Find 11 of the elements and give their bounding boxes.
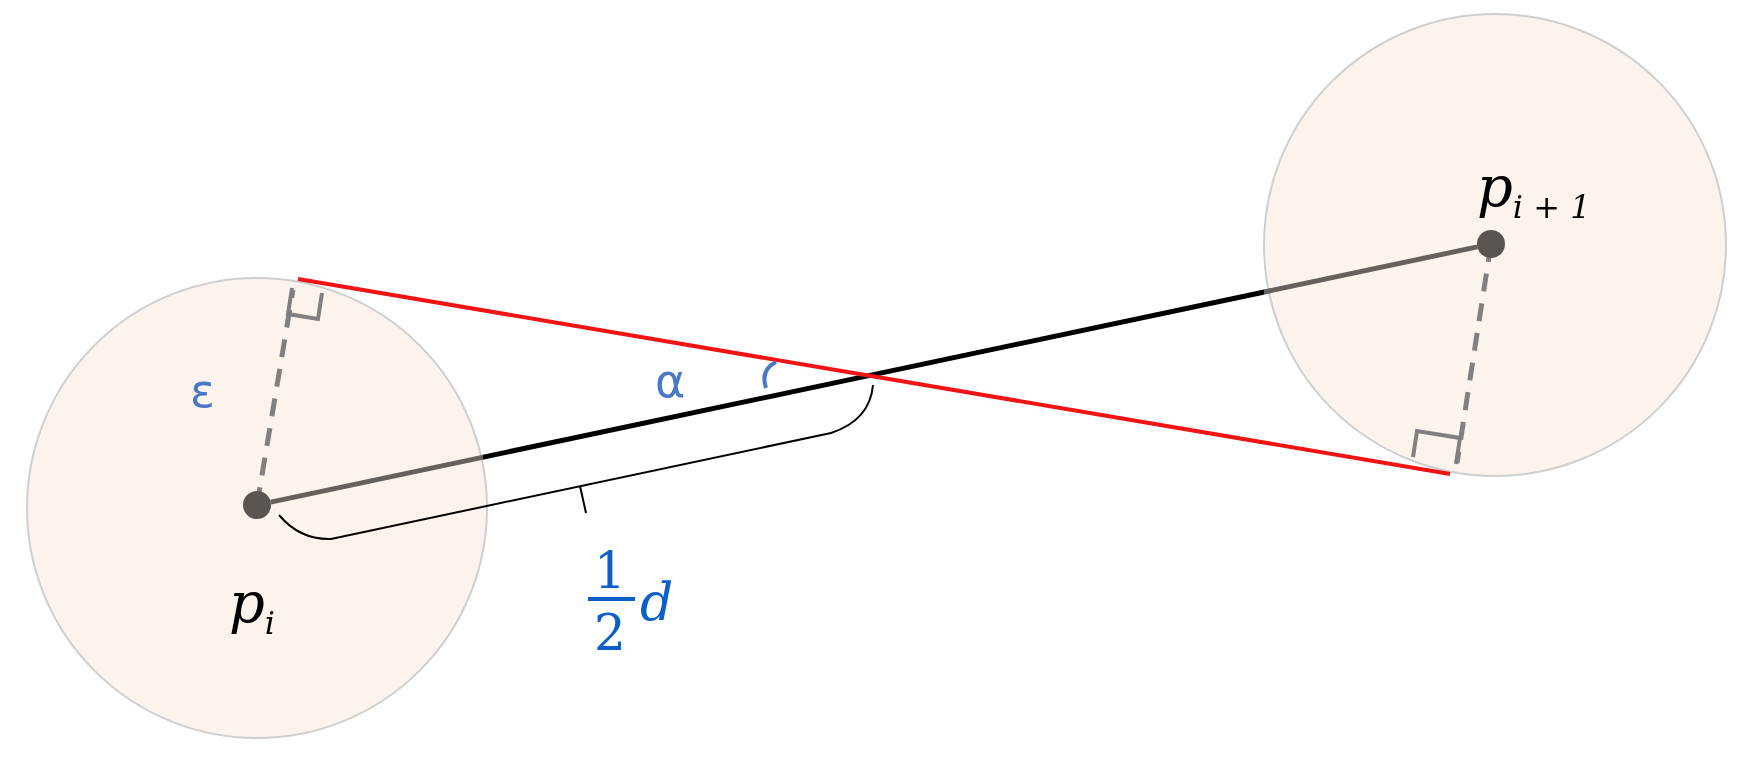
point-label: p$_{i}$ [229,575,276,640]
angle-symbol: α [655,358,686,404]
connecting-line [270,244,1478,505]
angle-symbol: ε [190,368,215,414]
tangent-line [297,277,1451,476]
fraction-denominator: 2 [594,608,626,658]
point-dot [1477,230,1505,258]
point-dot [243,491,271,519]
point-label: p$_{i + 1}$ [1477,159,1591,224]
distance-symbol: d [640,576,674,628]
fraction-numerator: 1 [594,546,626,596]
